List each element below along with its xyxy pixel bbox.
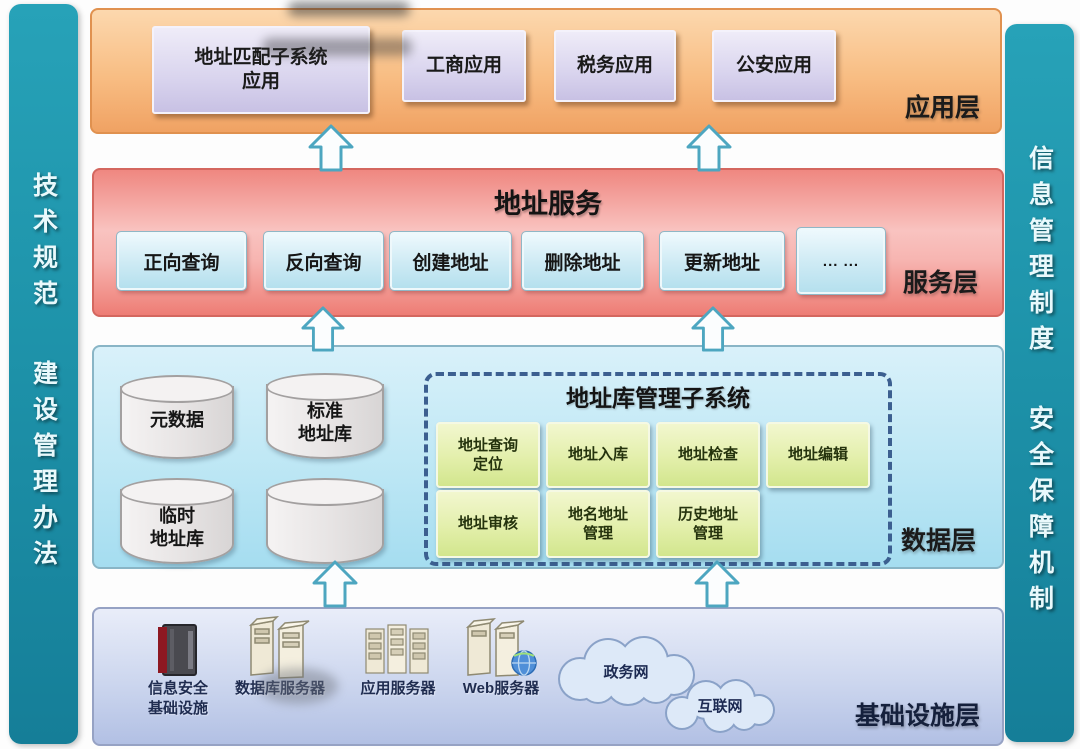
cloud-label-internet: 互联网	[697, 698, 743, 715]
internet-cloud: 互联网	[656, 677, 784, 735]
unnamed-database-cylinder	[266, 478, 384, 564]
metadata-database-cylinder: 元数据	[120, 375, 234, 459]
right-bar-text-1: 信息管理制度	[1025, 145, 1054, 361]
service-box-ellipsis: ... ...	[796, 227, 886, 295]
data-layer-label: 数据层	[900, 527, 976, 555]
app-box-address-matching: 地址匹配子系统 应用	[152, 26, 370, 114]
subsystem-title: 地址库管理子系统	[566, 385, 750, 411]
blurred-watermark	[262, 38, 412, 56]
left-bar-text-2: 建设管理办法	[29, 360, 58, 576]
infrastructure-layer-label: 基础设施层	[854, 702, 980, 730]
cylinder-label: 临时 地址库	[150, 506, 204, 549]
up-arrow-icon	[694, 560, 740, 608]
cylinder-top-icon	[266, 373, 384, 401]
right-bar-text-2: 安全保障机制	[1025, 405, 1054, 621]
app-box-public-security: 公安应用	[712, 30, 836, 102]
service-layer: 地址服务 正向查询 反向查询 创建地址 删除地址 更新地址 ... ... 服务…	[92, 168, 1004, 317]
infra-item-web-server: Web服务器	[446, 615, 556, 699]
module-address-edit: 地址编辑	[766, 422, 870, 488]
module-address-query-locate: 地址查询 定位	[436, 422, 540, 488]
up-arrow-icon	[308, 124, 354, 172]
service-layer-label: 服务层	[902, 269, 978, 297]
standard-address-database-cylinder: 标准 地址库	[266, 373, 384, 459]
cylinder-top-icon	[120, 375, 234, 403]
blurred-watermark	[288, 2, 410, 16]
service-box-create-address: 创建地址	[389, 231, 512, 291]
cylinder-label: 标准 地址库	[298, 401, 352, 444]
module-address-review: 地址审核	[436, 490, 540, 558]
temporary-address-database-cylinder: 临时 地址库	[120, 478, 234, 564]
up-arrow-icon	[691, 306, 735, 352]
data-layer: 元数据 标准 地址库 临时 地址库 地址库管理子系统 地址查询 定位 地址入库 …	[92, 345, 1004, 569]
database-server-icon	[248, 616, 310, 679]
security-server-icon	[158, 624, 197, 676]
address-db-management-subsystem: 地址库管理子系统 地址查询 定位 地址入库 地址检查 地址编辑 地址审核 地名地…	[424, 372, 892, 566]
service-box-forward-query: 正向查询	[116, 231, 247, 291]
infra-item-security: 信息安全 基础设施	[128, 621, 228, 718]
infra-item-app-server: 应用服务器	[346, 617, 450, 699]
up-arrow-icon	[301, 306, 345, 352]
module-historical-address-mgmt: 历史地址 管理	[656, 490, 760, 558]
government-network-cloud: 政务网	[546, 635, 706, 707]
infra-item-label: 信息安全 基础设施	[147, 680, 208, 717]
service-layer-title: 地址服务	[494, 189, 602, 219]
right-governance-bar: 信息管理制度 安全保障机制	[1005, 24, 1074, 742]
app-box-taxation: 税务应用	[554, 30, 676, 102]
left-governance-bar: 技术规范 建设管理办法	[9, 4, 78, 744]
service-box-reverse-query: 反向查询	[263, 231, 384, 291]
infra-item-label: 应用服务器	[360, 680, 436, 697]
service-box-delete-address: 删除地址	[521, 231, 644, 291]
blurred-watermark	[258, 668, 338, 704]
application-layer: 地址匹配子系统 应用 工商应用 税务应用 公安应用 应用层	[90, 8, 1002, 134]
app-box-industry-commerce: 工商应用	[402, 30, 526, 102]
cylinder-label: 元数据	[150, 410, 204, 430]
infrastructure-layer: 信息安全 基础设施 数据库服务器	[92, 607, 1004, 746]
application-layer-label: 应用层	[904, 94, 980, 122]
cloud-label-government-network: 政务网	[603, 664, 649, 681]
module-placename-address-mgmt: 地名地址 管理	[546, 490, 650, 558]
cylinder-top-icon	[266, 478, 384, 506]
app-server-icon	[365, 624, 429, 674]
left-bar-text-1: 技术规范	[29, 172, 58, 316]
up-arrow-icon	[312, 560, 358, 608]
module-address-import: 地址入库	[546, 422, 650, 488]
module-address-check: 地址检查	[656, 422, 760, 488]
service-box-update-address: 更新地址	[659, 231, 785, 291]
cloud-icon	[665, 679, 775, 733]
up-arrow-icon	[686, 124, 732, 172]
infra-item-label: Web服务器	[462, 680, 540, 697]
infra-item-database-server: 数据库服务器	[222, 615, 338, 699]
cloud-icon	[558, 636, 695, 706]
infra-item-label: 数据库服务器	[234, 680, 325, 697]
web-server-icon	[465, 618, 537, 677]
cylinder-top-icon	[120, 478, 234, 506]
